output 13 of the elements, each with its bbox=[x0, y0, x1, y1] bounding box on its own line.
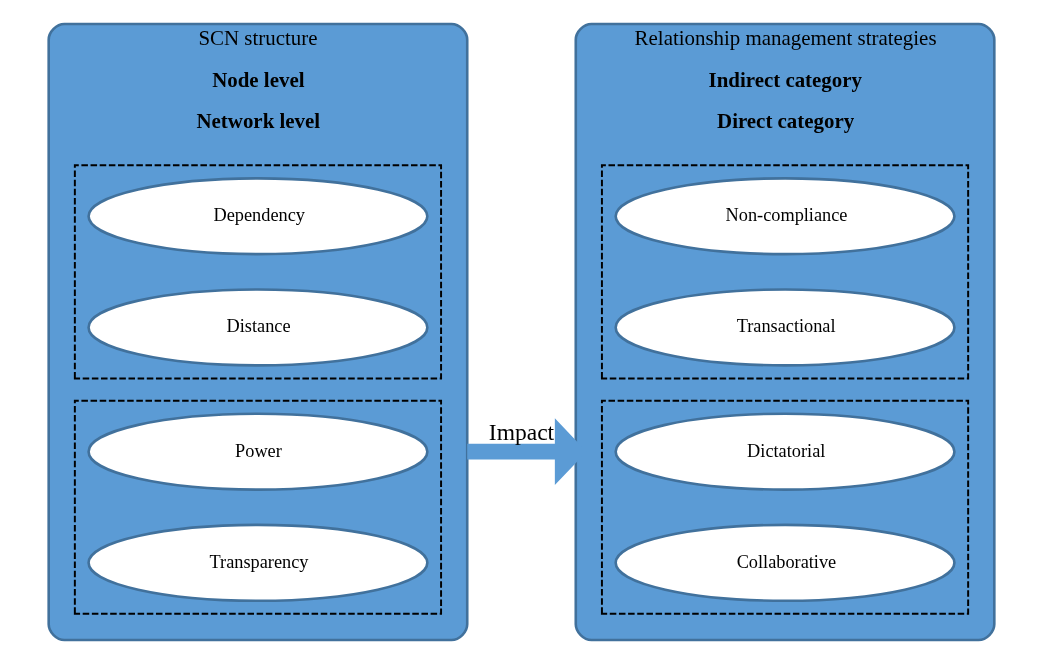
node-ellipse: Transactional bbox=[613, 288, 956, 367]
cluster bbox=[600, 399, 969, 615]
node-ellipse: Collaborative bbox=[613, 523, 956, 603]
node-ellipse: Distance bbox=[86, 288, 429, 367]
edge-label: Impact bbox=[488, 419, 554, 446]
node-ellipse: Transparency bbox=[86, 523, 429, 603]
cluster bbox=[73, 164, 442, 380]
node-ellipse: Non-compliance bbox=[613, 177, 956, 256]
cluster bbox=[600, 164, 969, 380]
node-ellipse: Power bbox=[86, 412, 429, 491]
node-ellipse: Dictatorial bbox=[613, 412, 956, 491]
node-ellipse: Dependency bbox=[86, 177, 429, 256]
cluster bbox=[73, 399, 442, 615]
